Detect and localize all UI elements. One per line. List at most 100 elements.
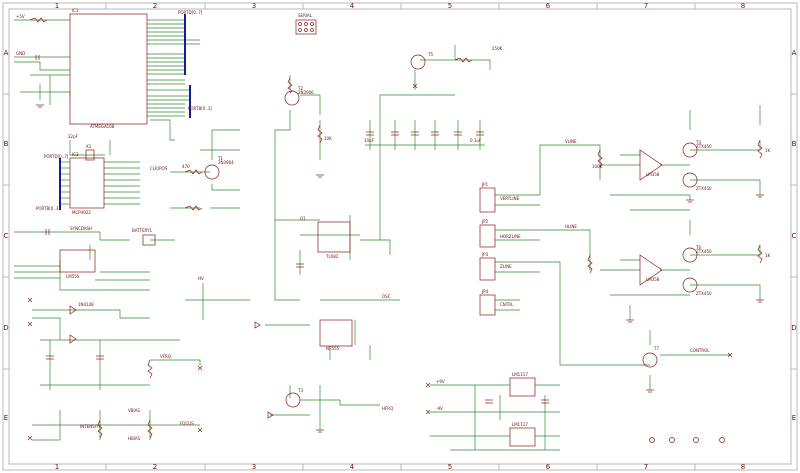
jp3-label: JP3 xyxy=(481,252,489,257)
row-c: C xyxy=(4,232,9,240)
serial-label: SERIAL xyxy=(298,13,313,18)
opamp-lower xyxy=(639,254,663,286)
col-8: 8 xyxy=(741,2,745,10)
ic-center-upper-name: TL082 xyxy=(325,254,339,259)
r250k-label: 250K xyxy=(492,46,503,51)
connector-jp3 xyxy=(479,257,496,281)
connector-jp4 xyxy=(479,294,496,316)
transistor-t4b xyxy=(682,172,698,188)
reg-lower-name: LM1117 xyxy=(512,422,528,427)
diode-3 xyxy=(267,411,274,419)
t4-label: T4 xyxy=(695,140,701,145)
column-labels-bottom: 1 2 3 4 5 6 7 8 xyxy=(55,463,745,471)
serial-header xyxy=(295,19,317,35)
diode-1 xyxy=(69,305,77,315)
row-a-right: A xyxy=(792,49,797,57)
hbias-label: HBIAS xyxy=(128,436,141,441)
col-3-bottom: 3 xyxy=(252,463,256,471)
connector-jp2 xyxy=(479,224,496,248)
x1-label: X1 xyxy=(86,144,92,149)
hline-label: HLINE xyxy=(565,224,577,229)
row-b: B xyxy=(4,140,9,148)
t2-part: 2N3906 xyxy=(298,90,314,95)
portb-bus-label-2: PORTB[0..3] xyxy=(36,206,60,211)
capacitor-row xyxy=(366,131,484,136)
ztx-label-3: ZTX450 xyxy=(696,249,712,254)
t3-label: T3 xyxy=(297,388,303,393)
transistor-t7 xyxy=(642,352,658,368)
osc-label: OSC xyxy=(382,294,391,299)
column-labels-top: 1 2 3 4 5 6 7 8 xyxy=(55,2,745,10)
col-3: 3 xyxy=(252,2,256,10)
jp1-label: JP1 xyxy=(481,182,489,187)
transistor-t6b xyxy=(682,277,698,293)
col-5-bottom: 5 xyxy=(448,463,452,471)
transistor-t6a xyxy=(682,247,698,263)
ic-center-upper xyxy=(317,221,351,253)
col-4: 4 xyxy=(350,2,355,10)
ztx-label-4: ZTX450 xyxy=(696,291,712,296)
horzline-label: HORZLINE xyxy=(500,234,521,239)
buses xyxy=(59,14,191,210)
ztx-label-1: ZTX450 xyxy=(696,144,712,149)
cap-01uf: 0.1uF xyxy=(470,138,482,143)
opamp-upper-name: LM358 xyxy=(646,172,660,177)
hv-label: HV xyxy=(198,276,204,281)
ic-center-lower xyxy=(319,319,353,347)
t1-label: T1 xyxy=(217,156,223,161)
mount-hole-2 xyxy=(669,437,675,443)
transistor-t1 xyxy=(204,164,220,180)
ic-battery-name: LM555 xyxy=(66,274,80,279)
noconnect-marks xyxy=(27,83,733,441)
diode-label: 1N4148 xyxy=(78,302,94,307)
focus-label: FOCUS xyxy=(180,421,194,426)
res-100k: 100K xyxy=(592,164,603,169)
diode-4 xyxy=(254,321,261,329)
vline-label: VLINE xyxy=(565,139,577,144)
vertline-label: VERTLINE xyxy=(500,196,520,201)
t7-label: T7 xyxy=(653,346,659,351)
res-470: 470 xyxy=(182,164,190,169)
mcu-body xyxy=(69,13,148,125)
col-4-bottom: 4 xyxy=(350,463,355,471)
t5-label: T5 xyxy=(427,52,433,57)
crystal xyxy=(85,149,95,161)
t1-part: 2N3904 xyxy=(218,160,234,165)
transistor-t5 xyxy=(410,54,426,70)
battery-label: BATTERY1 xyxy=(132,228,152,233)
zline-label: ZLINE xyxy=(500,264,512,269)
portb-bus-label: PORTB[0..3] xyxy=(188,106,212,111)
opamp-upper xyxy=(639,149,663,181)
components xyxy=(29,13,763,447)
jp4-label: JP4 xyxy=(481,289,489,294)
col-5: 5 xyxy=(448,2,452,10)
t6-label: T6 xyxy=(695,245,701,250)
regulator-lower xyxy=(509,427,536,447)
mount-hole-3 xyxy=(693,437,699,443)
portd-bus-label: PORTD[0..7] xyxy=(178,10,203,15)
col-8-bottom: 8 xyxy=(741,463,745,471)
vfrq-label: VFRQ xyxy=(160,354,171,359)
transistor-t3 xyxy=(285,392,301,408)
res-1k-2: 1K xyxy=(765,253,771,258)
row-d: D xyxy=(3,324,8,332)
cap-10uf: 10uF xyxy=(364,138,375,143)
sync-label: SYNCDASH xyxy=(70,226,92,231)
row-b-right: B xyxy=(792,140,797,148)
ztx-label-2: ZTX450 xyxy=(696,186,712,191)
dac-name: MCP4922 xyxy=(72,210,91,215)
row-labels-left: A B C D E xyxy=(3,49,8,422)
wires xyxy=(14,19,761,451)
hfrq-label: HFRQ xyxy=(382,406,393,411)
row-a: A xyxy=(4,49,9,57)
reg-upper-name: LM1117 xyxy=(512,372,528,377)
col-1: 1 xyxy=(55,2,59,10)
q1-label: Q1 xyxy=(300,216,306,221)
cntrl-label: CNTRL xyxy=(500,302,514,307)
battery-box xyxy=(142,234,156,246)
vcc9-label: +9V xyxy=(436,379,445,384)
col-6: 6 xyxy=(546,2,551,10)
mcu-name: ATMEGA168 xyxy=(90,124,115,129)
ic-battery xyxy=(59,249,96,273)
col-7-bottom: 7 xyxy=(644,463,648,471)
